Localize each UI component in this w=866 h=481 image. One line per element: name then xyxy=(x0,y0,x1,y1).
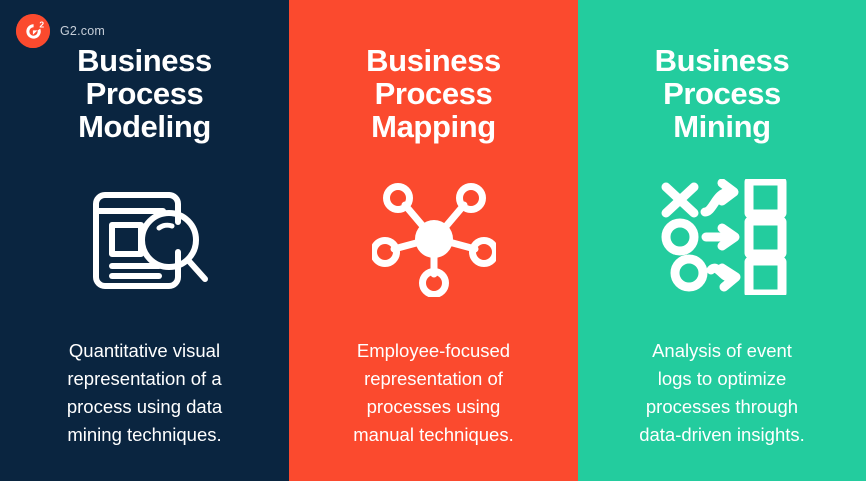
panel-description: Employee-focused representation of proce… xyxy=(353,340,514,445)
panel-description: Quantitative visual representation of a … xyxy=(66,340,223,445)
panel-heading: Business Process Mapping xyxy=(366,43,501,144)
brand: 2 G2.com xyxy=(16,14,105,48)
document-magnifier-icon xyxy=(81,177,209,297)
network-hub-icon xyxy=(371,177,496,297)
svg-text:2: 2 xyxy=(39,20,44,30)
panel-heading: Business Process Mining xyxy=(654,43,790,144)
panel-business-process-mining: Business Process Mining xyxy=(578,0,866,481)
process-flow-icon xyxy=(656,177,788,297)
brand-name: G2.com xyxy=(60,24,105,38)
panel-heading: Business Process Modeling xyxy=(77,43,212,144)
g2-logo-icon: 2 xyxy=(16,14,50,48)
panel-business-process-modeling: 2 G2.com Business Process Modeling xyxy=(0,0,289,481)
panel-description: Analysis of event logs to optimize proce… xyxy=(639,340,805,445)
panel-business-process-mapping: Business Process Mapping xyxy=(289,0,578,481)
